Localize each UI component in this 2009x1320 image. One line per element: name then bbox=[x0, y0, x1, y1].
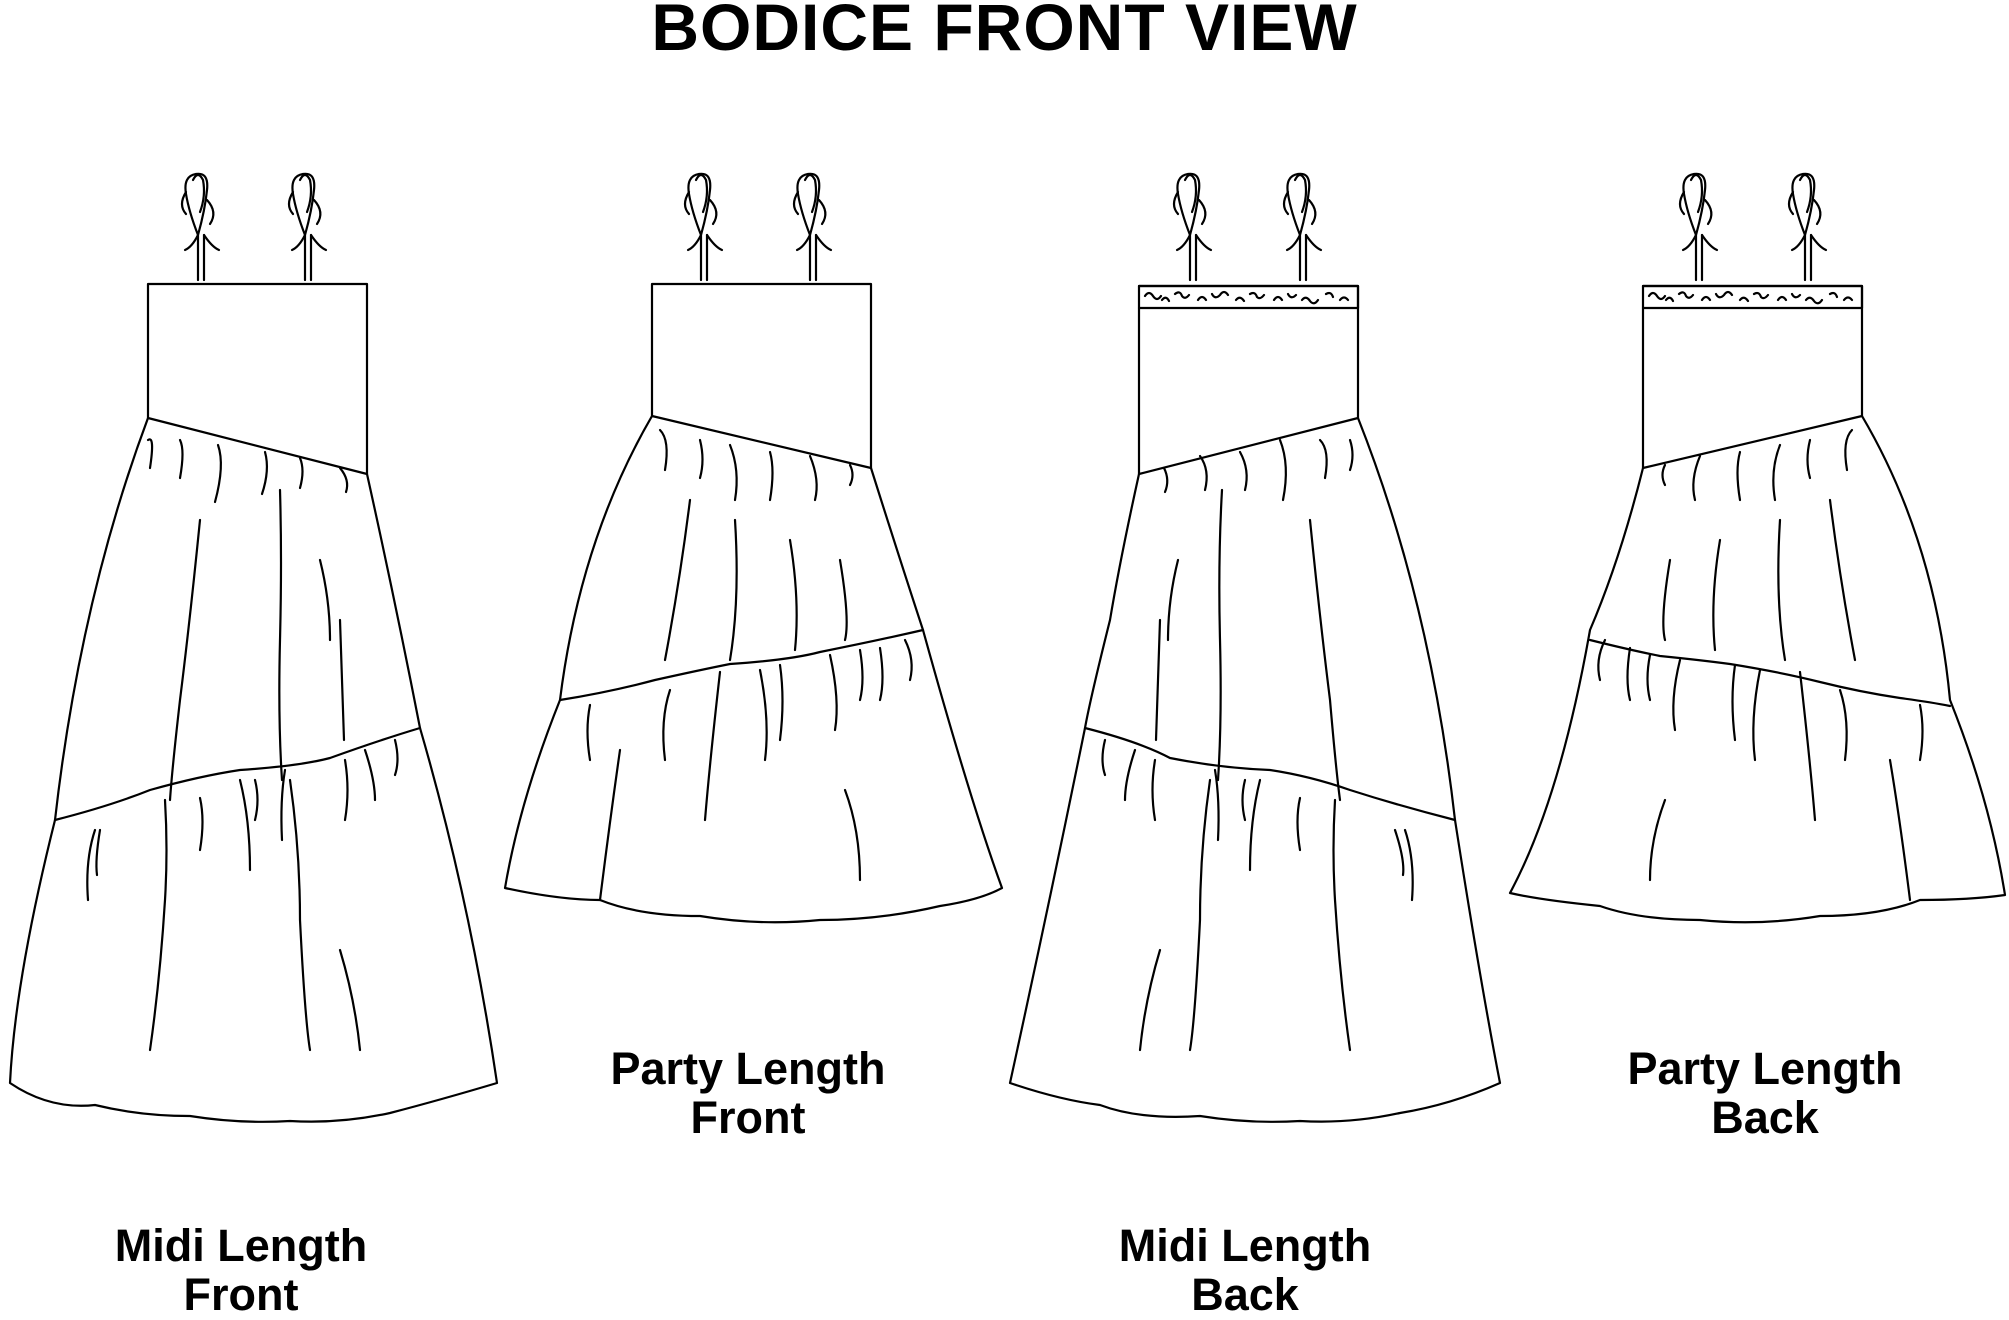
tie-strap-icon bbox=[1678, 172, 1719, 282]
bodice bbox=[1641, 284, 1864, 470]
tie-strap-icon bbox=[180, 172, 221, 282]
dress-midi-back bbox=[1008, 172, 1502, 1123]
tie-strap-icon bbox=[683, 172, 724, 282]
skirt-outline bbox=[503, 414, 1004, 924]
label-line-1: Party Length bbox=[1627, 1043, 1903, 1094]
label-party-length-back: Party Length Back bbox=[1565, 1044, 1965, 1142]
skirt-outline bbox=[1508, 414, 2007, 924]
label-midi-length-back: Midi Length Back bbox=[1045, 1221, 1445, 1319]
label-line-2: Front bbox=[183, 1269, 299, 1320]
tie-strap-icon bbox=[792, 172, 833, 282]
elastic-band bbox=[1137, 284, 1360, 310]
dress-party-front bbox=[503, 172, 1004, 924]
label-line-2: Back bbox=[1711, 1092, 1819, 1143]
page-title: BODICE FRONT VIEW bbox=[651, 0, 1358, 64]
tie-strap-icon bbox=[1172, 172, 1213, 282]
elastic-gathers bbox=[1647, 290, 1854, 305]
label-party-length-front: Party Length Front bbox=[548, 1044, 948, 1142]
label-midi-length-front: Midi Length Front bbox=[41, 1221, 441, 1319]
bodice bbox=[1137, 284, 1360, 476]
dress-midi-front bbox=[8, 172, 499, 1123]
dress-party-back bbox=[1508, 172, 2007, 924]
tie-strap-icon bbox=[1787, 172, 1828, 282]
skirt-outline bbox=[8, 416, 499, 1123]
tie-strap-icon bbox=[1282, 172, 1323, 282]
skirt-outline bbox=[1008, 416, 1502, 1123]
elastic-band bbox=[1641, 284, 1864, 310]
label-line-1: Midi Length bbox=[1118, 1220, 1372, 1271]
label-line-2: Front bbox=[690, 1092, 806, 1143]
bodice bbox=[650, 282, 873, 470]
elastic-gathers bbox=[1143, 290, 1350, 305]
tie-strap-icon bbox=[287, 172, 328, 282]
label-line-1: Midi Length bbox=[114, 1220, 368, 1271]
label-line-2: Back bbox=[1191, 1269, 1299, 1320]
label-line-1: Party Length bbox=[610, 1043, 886, 1094]
